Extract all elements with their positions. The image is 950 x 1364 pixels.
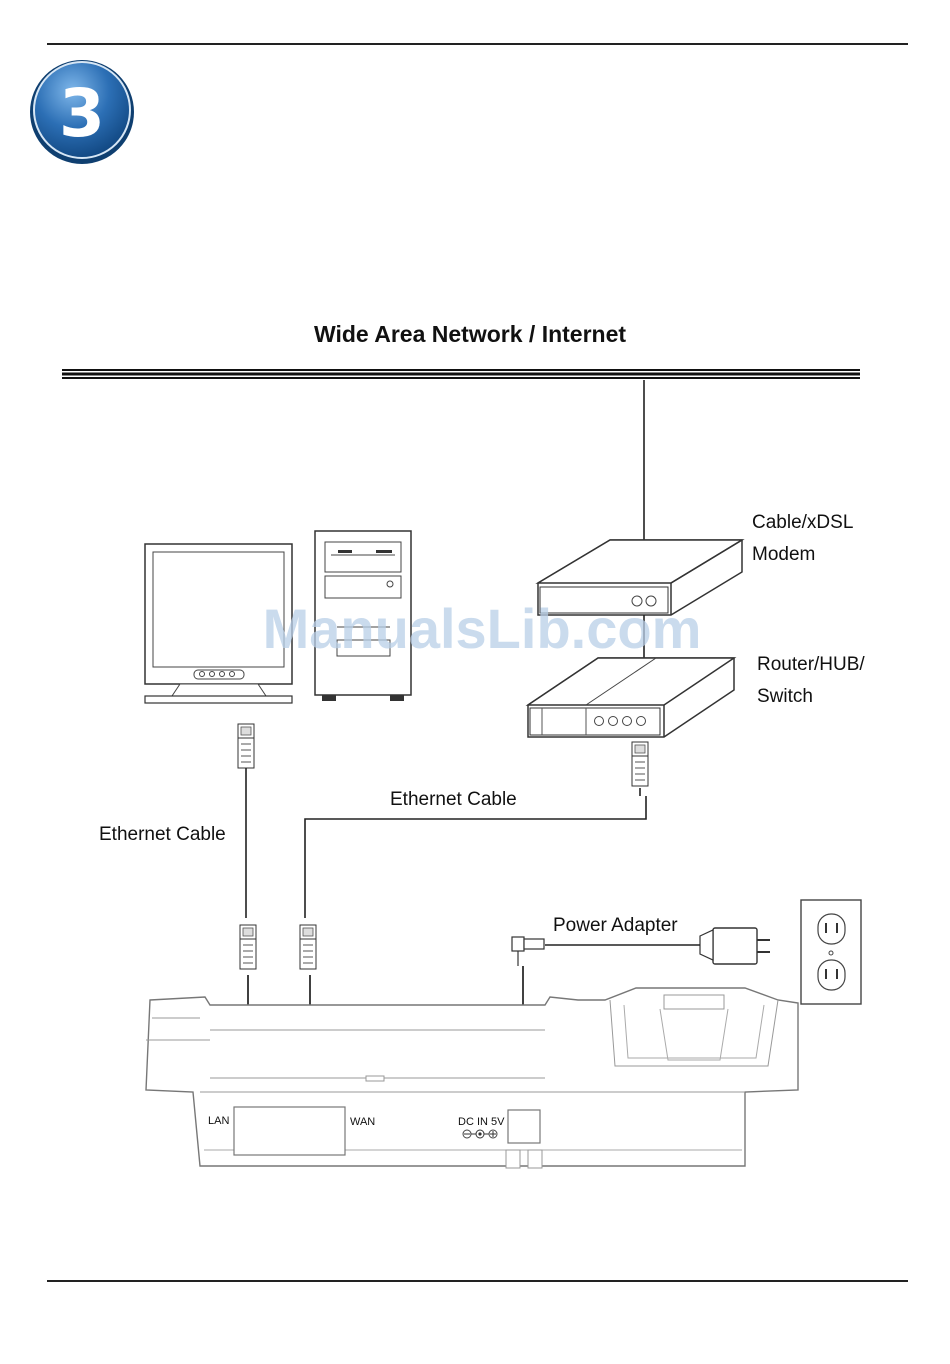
device-rear-view <box>146 988 798 1168</box>
wan-port-label: WAN <box>350 1116 375 1128</box>
wan-bar <box>62 370 860 378</box>
router-label-line2: Switch <box>757 686 813 707</box>
ethernet-cable-left-label: Ethernet Cable <box>99 824 226 845</box>
lan-plug-icon <box>240 925 256 969</box>
wall-outlet-icon <box>801 900 861 1004</box>
wan-plug-icon <box>300 925 316 969</box>
step-badge: 3 <box>30 60 134 164</box>
ethernet-cable-wan-line <box>305 796 646 918</box>
ethernet-ports <box>234 1107 345 1155</box>
diagram-title: Wide Area Network / Internet <box>314 321 626 347</box>
modem-label-line1: Cable/xDSL <box>752 512 853 533</box>
ethernet-plug-icon <box>238 724 254 768</box>
dc-port-label: DC IN 5V <box>458 1116 505 1128</box>
router-label-line1: Router/HUB/ <box>757 654 865 675</box>
ethernet-plug-icon <box>632 742 648 786</box>
dc-power-jack <box>508 1110 540 1143</box>
watermark: ManualsLib.com <box>263 597 702 660</box>
router-device <box>528 658 734 737</box>
step-number: 3 <box>59 75 105 152</box>
ethernet-cable-right-label: Ethernet Cable <box>390 789 517 810</box>
modem-label-line2: Modem <box>752 544 815 565</box>
power-adapter-label: Power Adapter <box>553 915 678 936</box>
lan-port-label: LAN <box>208 1115 229 1127</box>
